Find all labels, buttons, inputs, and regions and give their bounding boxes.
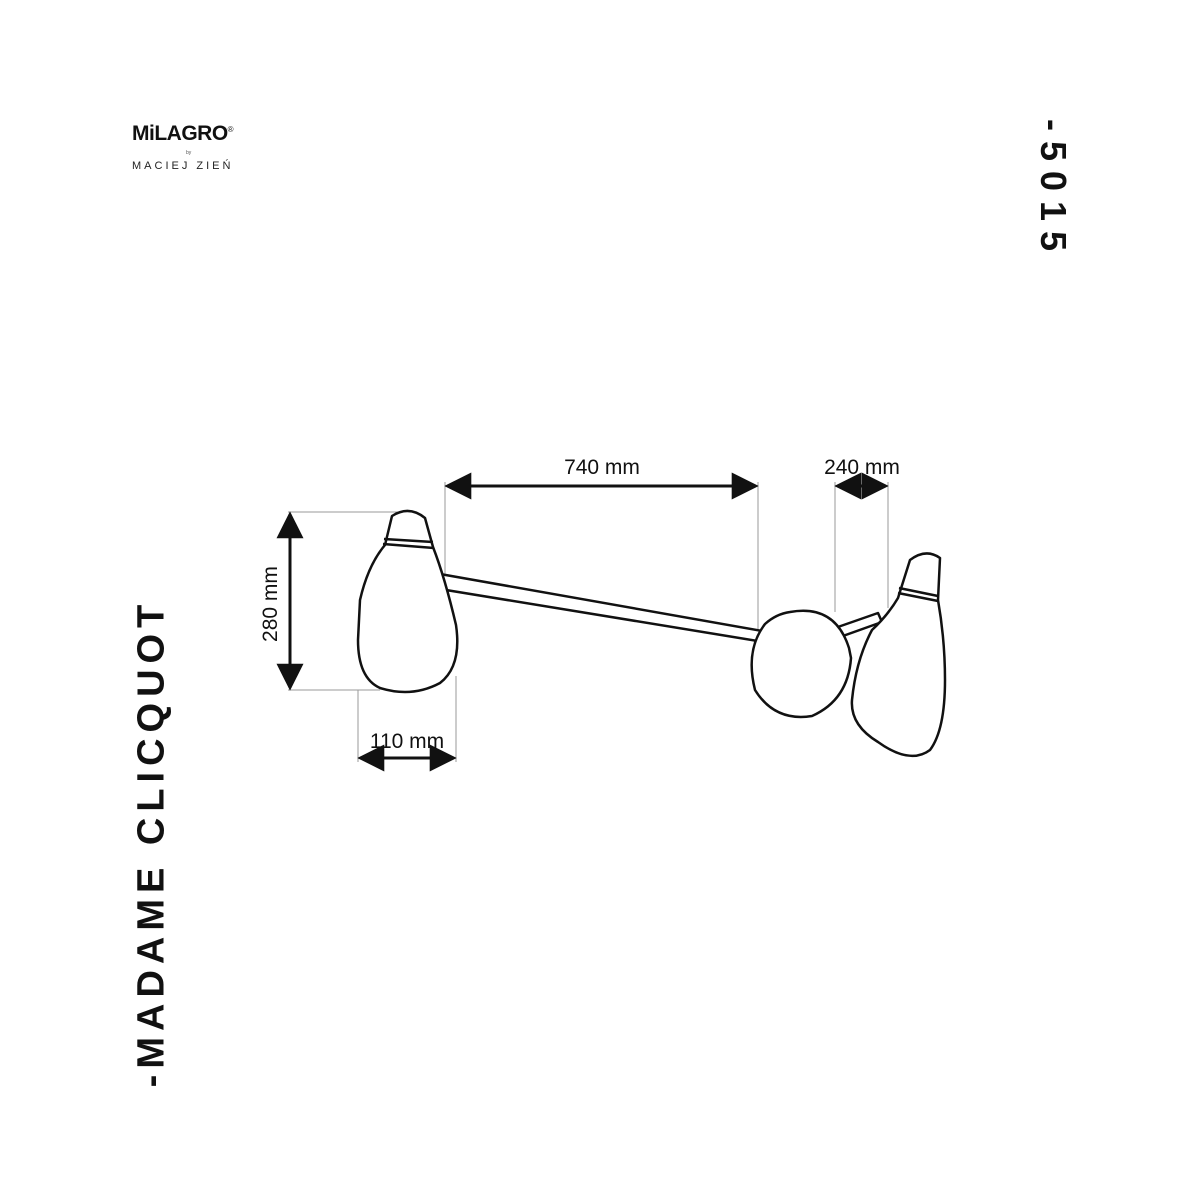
dim-label-length: 740 mm bbox=[564, 456, 640, 479]
left-shade-band bbox=[382, 542, 435, 550]
extension-lines bbox=[288, 482, 889, 762]
brand-logo: MiLAGRO® bbox=[132, 122, 272, 146]
right-shade-band-2 bbox=[898, 586, 939, 598]
left-shade bbox=[356, 509, 459, 694]
registered-mark: ® bbox=[227, 125, 234, 134]
right-shade bbox=[850, 552, 947, 758]
brand-logo-block: MiLAGRO® by MACIEJ ZIEŃ bbox=[132, 122, 272, 172]
dim-label-width: 110 mm bbox=[370, 730, 444, 753]
left-shade-band-2 bbox=[383, 537, 434, 544]
brand-logo-text: MiLAGRO bbox=[132, 122, 228, 145]
lamp-outline bbox=[356, 509, 947, 758]
brand-designer: MACIEJ ZIEŃ bbox=[132, 160, 234, 172]
dim-label-shade-length: 240 mm bbox=[824, 456, 900, 479]
lamp-arm bbox=[438, 572, 770, 644]
right-shade-band bbox=[897, 591, 939, 603]
brand-by-text: by bbox=[186, 150, 192, 156]
dim-label-height: 280 mm bbox=[259, 566, 282, 642]
dimension-lines bbox=[276, 472, 889, 772]
central-ball bbox=[750, 609, 853, 719]
